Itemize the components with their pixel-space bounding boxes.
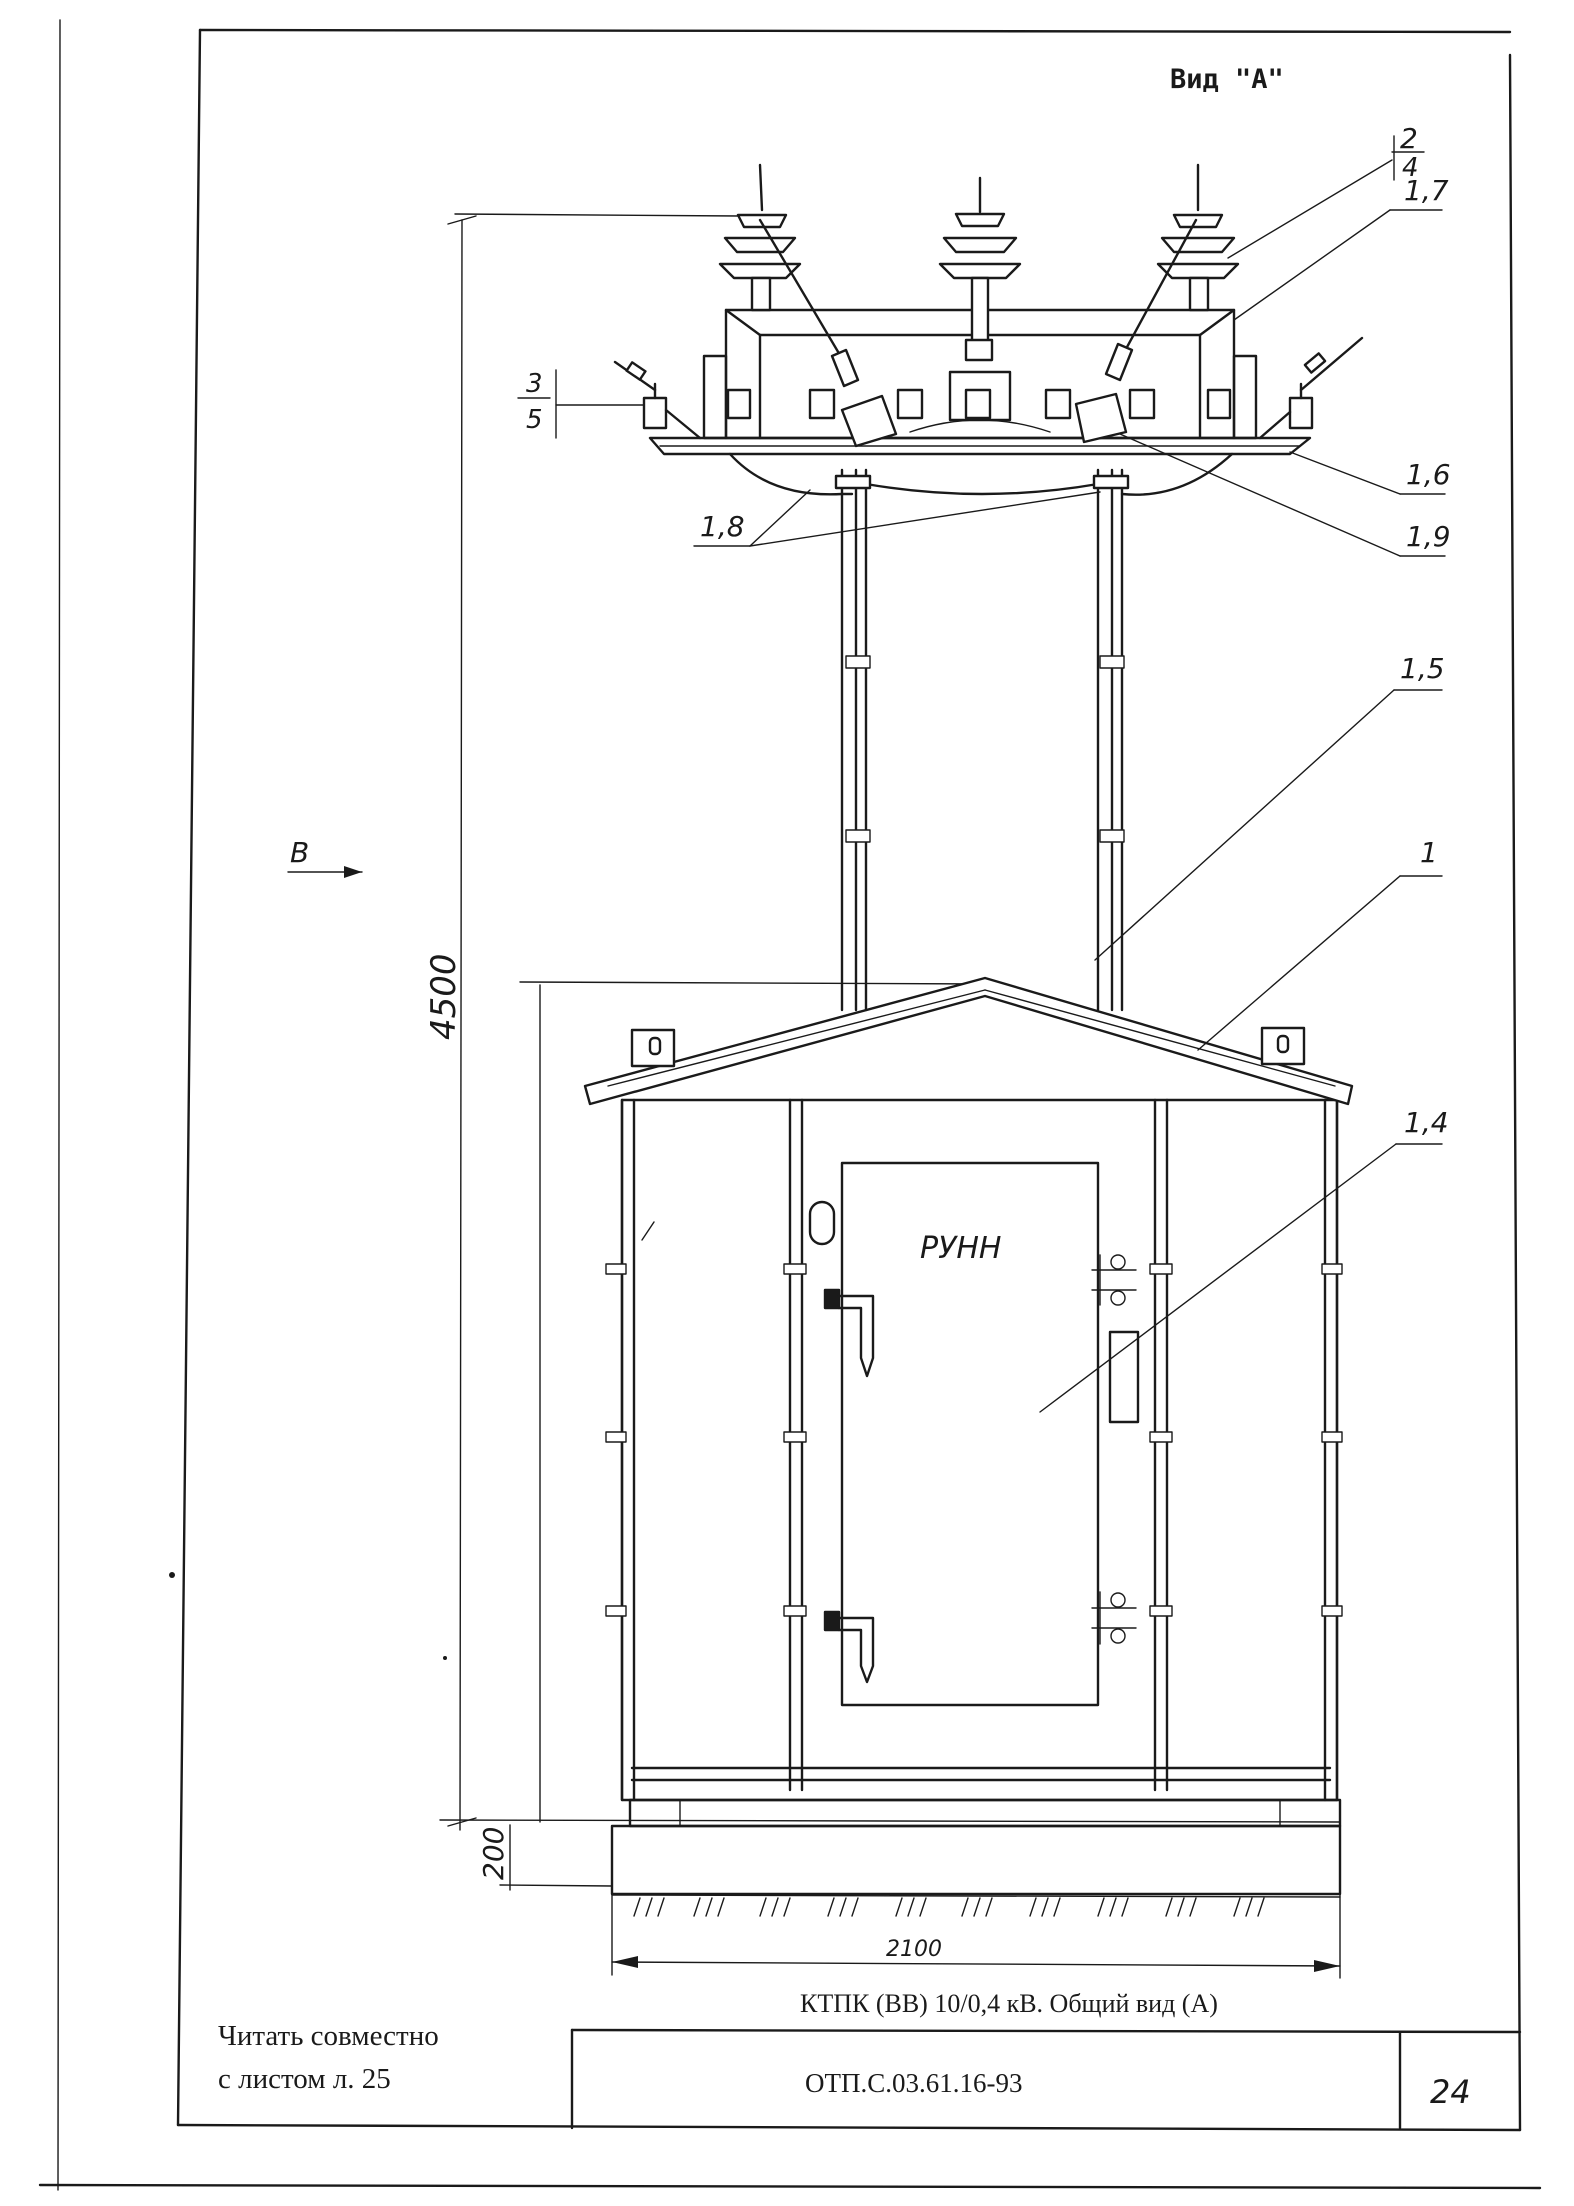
callout-1-6: 1,6 bbox=[1406, 458, 1451, 491]
read-with-note-line1: Читать совместно bbox=[218, 2020, 439, 2052]
platform-equipment bbox=[726, 218, 1232, 448]
foundation bbox=[610, 1798, 1342, 1896]
callout-3: 3 bbox=[526, 369, 543, 399]
sheet-frame bbox=[38, 19, 1542, 2191]
direction-arrow-b: В bbox=[287, 836, 363, 878]
callouts: 2 4 1,7 3 5 1,6 1,8 1,9 1,5 1 bbox=[517, 122, 1451, 1413]
kiosk-roof bbox=[583, 976, 1354, 1106]
door-hinge-upper bbox=[1091, 1254, 1137, 1306]
insulator-middle bbox=[938, 176, 1022, 362]
dimension-kiosk-height bbox=[519, 981, 991, 1823]
callout-1-4: 1,4 bbox=[1404, 1106, 1449, 1139]
dimension-2100-label: 2100 bbox=[886, 1937, 942, 1962]
title-block-sheet-number: 24 bbox=[1430, 2073, 1471, 2111]
kiosk-body bbox=[605, 1098, 1343, 1802]
insulator-right bbox=[1156, 163, 1240, 312]
title-block-title: КТПК (ВВ) 10/0,4 кВ. Общий вид (А) bbox=[800, 1989, 1218, 2018]
direction-b-label: В bbox=[290, 836, 309, 869]
callout-5: 5 bbox=[526, 405, 543, 435]
top-platform bbox=[648, 436, 1312, 456]
dimension-base-height: 200 bbox=[439, 1819, 1341, 1891]
ground-hatching bbox=[611, 1894, 1341, 1917]
callout-2: 2 bbox=[1400, 122, 1418, 155]
lifting-lug-right bbox=[1260, 1026, 1306, 1066]
dimension-4500-label: 4500 bbox=[424, 953, 464, 1040]
callout-1-7: 1,7 bbox=[1404, 174, 1449, 207]
lifting-lug-left bbox=[630, 1028, 676, 1068]
dimension-total-height: 4500 bbox=[424, 213, 741, 1831]
title-block: КТПК (ВВ) 10/0,4 кВ. Общий вид (А) ОТП.С… bbox=[218, 1989, 1522, 2130]
callout-4: 4 bbox=[1402, 153, 1419, 183]
support-poles bbox=[840, 468, 1125, 1012]
title-block-doc-code: ОТП.С.03.61.16-93 bbox=[805, 2068, 1023, 2098]
dimension-width: 2100 bbox=[611, 1849, 1341, 1979]
side-bushing-right bbox=[1258, 336, 1364, 440]
scan-speck bbox=[169, 1572, 175, 1578]
door-label: РУНН bbox=[920, 1231, 1002, 1266]
door-handle-lower bbox=[823, 1610, 875, 1684]
kiosk-door: РУНН bbox=[808, 1161, 1140, 1707]
callout-1: 1 bbox=[1420, 836, 1438, 869]
view-title: Вид "А" bbox=[1170, 64, 1284, 95]
callout-1-5: 1,5 bbox=[1400, 652, 1445, 685]
callout-1-8: 1,8 bbox=[700, 510, 745, 543]
side-bushing-left bbox=[613, 360, 702, 440]
cable-loops bbox=[728, 452, 1234, 496]
top-insulators bbox=[718, 163, 1240, 362]
vent-slot bbox=[1108, 1330, 1140, 1424]
scan-speck-2 bbox=[443, 1656, 447, 1660]
dimension-200-label: 200 bbox=[477, 1827, 510, 1880]
insulator-left bbox=[718, 163, 802, 312]
callout-1-9: 1,9 bbox=[1406, 520, 1451, 553]
read-with-note-line2: с листом л. 25 bbox=[218, 2063, 391, 2095]
door-hinge-lower bbox=[1091, 1591, 1137, 1645]
door-handle-upper bbox=[823, 1288, 875, 1378]
